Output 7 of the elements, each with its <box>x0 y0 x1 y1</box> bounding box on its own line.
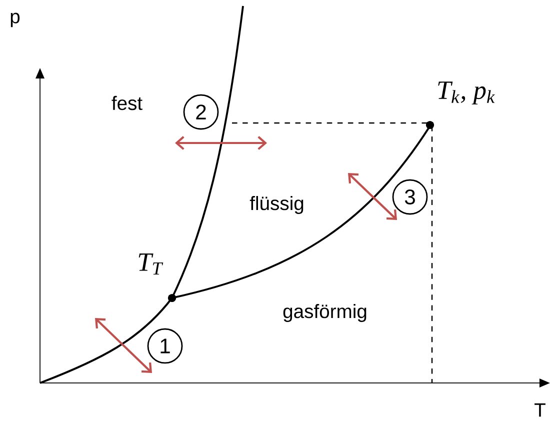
circled-number: 3 <box>392 179 428 215</box>
circled-number: 2 <box>183 94 219 130</box>
axis-label: T <box>534 403 546 417</box>
region-label: flüssig <box>250 196 304 214</box>
region-label: gasförmig <box>283 304 366 322</box>
circled-number: 1 <box>147 328 183 364</box>
axis-label: p <box>10 12 20 28</box>
